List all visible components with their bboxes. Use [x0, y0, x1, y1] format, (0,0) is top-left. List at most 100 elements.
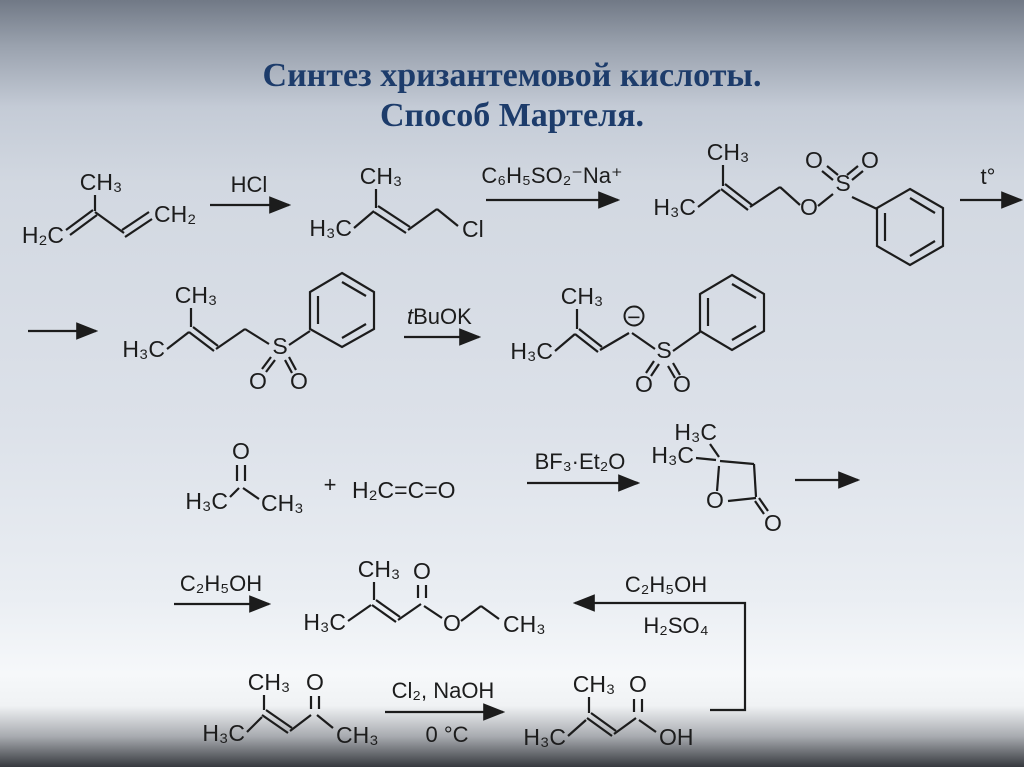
slide-title-line1: Синтез хризантемовой кислоты. — [262, 57, 762, 94]
bond-line — [261, 714, 289, 734]
bond-line — [731, 283, 757, 299]
bond-line — [192, 326, 219, 347]
bond-line — [731, 325, 757, 341]
atom-label-ch3-top: CH₃ — [358, 556, 401, 582]
bond-line — [353, 210, 375, 229]
bond-line — [719, 459, 755, 466]
bond-line — [590, 712, 617, 732]
atom-label-o-bridge: O — [800, 194, 818, 220]
atom-label-h3c: H₃C — [202, 720, 245, 746]
molecule-prenyl-phenyl-sulfone: CH₃ H₃C S O O — [122, 271, 376, 394]
slide-title-line2: Способ Мартеля. — [379, 97, 645, 134]
bond-line — [695, 456, 717, 462]
bond-line — [423, 605, 443, 619]
reagent-label-ethanol-2: C₂H₅OH — [625, 572, 707, 597]
bond-line — [720, 188, 749, 211]
atom-label-h3c: H₃C — [523, 724, 566, 750]
atom-label-o-ring: O — [706, 487, 724, 513]
atom-label-o-ester: O — [443, 610, 461, 636]
phenyl-ring — [875, 187, 945, 267]
reagent-label-ethanol: C₂H₅OH — [180, 571, 262, 596]
atom-label-h2c: H₂C — [22, 222, 64, 248]
atom-label-h3c: H₃C — [309, 215, 352, 241]
atom-label-s: S — [656, 337, 671, 363]
carbanion-charge-sign: − — [627, 304, 640, 330]
atom-label-ch3-top: CH₃ — [248, 669, 291, 695]
atom-label-ch3: CH₃ — [261, 490, 304, 516]
atom-label-ch2: CH₂ — [154, 201, 196, 227]
slide-title: Синтез хризантемовой кислоты. Способ Мар… — [0, 56, 1024, 136]
atom-label-o-left: O — [249, 368, 267, 394]
bond-line — [554, 333, 576, 352]
bond-line — [244, 328, 270, 345]
reaction-arrow-chlorination: Cl₂, NaOH 0 °C — [385, 678, 506, 747]
atom-label-o-exo: O — [764, 510, 782, 536]
atom-label-o: O — [629, 671, 647, 697]
atom-label-o: O — [306, 669, 324, 695]
molecule-prenyl-benzenesulfonate: CH₃ H₃C O S O O — [653, 139, 945, 267]
plus-sign: + — [324, 472, 337, 497]
atom-label-ch3: CH₃ — [80, 169, 123, 195]
bond-line — [667, 365, 676, 379]
bond-line — [727, 496, 757, 503]
bond-line — [758, 497, 769, 512]
atom-label-o-right: O — [673, 371, 691, 397]
atom-label-h3c-top: H₃C — [674, 419, 717, 445]
atom-label-s: S — [835, 170, 850, 196]
bond-line — [289, 714, 312, 732]
reagent-label-cl2-naoh: Cl₂, NaOH — [392, 678, 495, 703]
reaction-arrow-tbuok: tBuOK — [404, 304, 482, 346]
reaction-arrow-bf3: BF₃·Et₂O — [527, 449, 641, 492]
bond-line — [672, 331, 701, 352]
bond-line — [697, 189, 721, 208]
reagent-label-heat: t° — [981, 164, 996, 189]
bond-line — [288, 330, 311, 346]
molecule-mesityl-oxide: CH₃ O H₃C CH₃ — [202, 669, 378, 748]
atom-label-cl: Cl — [462, 216, 484, 242]
bond-line — [631, 332, 656, 350]
reaction-arrow-ethanol: C₂H₅OH — [174, 571, 272, 613]
bond-line — [188, 331, 215, 352]
molecule-beta-lactone: H₃C H₃C O O — [651, 419, 782, 536]
bond-line — [826, 165, 839, 176]
reaction-arrow-esterification: C₂H₅OH H₂SO₄ — [572, 572, 747, 712]
atom-label-ch3-top: CH₃ — [573, 671, 616, 697]
atom-label-h3c: H₃C — [122, 336, 165, 362]
bond-line — [851, 170, 864, 181]
bond-line — [373, 211, 407, 234]
atom-label-h3c: H₃C — [185, 488, 228, 514]
bond-line — [265, 359, 276, 373]
bond-line — [316, 714, 334, 729]
bond-line — [377, 205, 411, 228]
bond-line — [229, 487, 240, 498]
reaction-arrow-heat: t° — [960, 164, 1024, 209]
bond-line — [567, 719, 587, 737]
bond-line — [284, 359, 293, 374]
atom-label-s: S — [272, 333, 287, 359]
atom-label-o-right: O — [861, 147, 879, 173]
atom-label-ch3: CH₃ — [707, 139, 750, 165]
bond-line — [436, 208, 459, 227]
atom-label-ch3-acyl: CH₃ — [336, 722, 379, 748]
bond-line — [650, 363, 660, 377]
bond-line — [578, 328, 603, 348]
bond-line — [851, 196, 878, 210]
bond-line — [265, 709, 293, 729]
bond-line — [817, 193, 834, 207]
bond-line — [166, 331, 190, 350]
reagent-label-hcl: HCl — [231, 172, 268, 197]
carbanion-charge-circle — [623, 305, 645, 327]
bond-line — [375, 599, 401, 618]
bond-line — [460, 605, 482, 622]
molecule-ethyl-senecioate: CH₃ H₃C O O CH₃ — [303, 556, 545, 637]
bond-line — [371, 604, 397, 623]
atom-label-ch3: CH₃ — [360, 163, 403, 189]
bond-line — [246, 716, 263, 733]
bond-line — [645, 360, 655, 374]
bond-line — [846, 165, 859, 176]
bond-line — [407, 208, 438, 231]
reagent-label-h2so4: H₂SO₄ — [643, 613, 708, 638]
bond-line — [121, 211, 150, 231]
molecule-sulfone-carbanion: CH₃ H₃C − S O O — [510, 273, 766, 397]
